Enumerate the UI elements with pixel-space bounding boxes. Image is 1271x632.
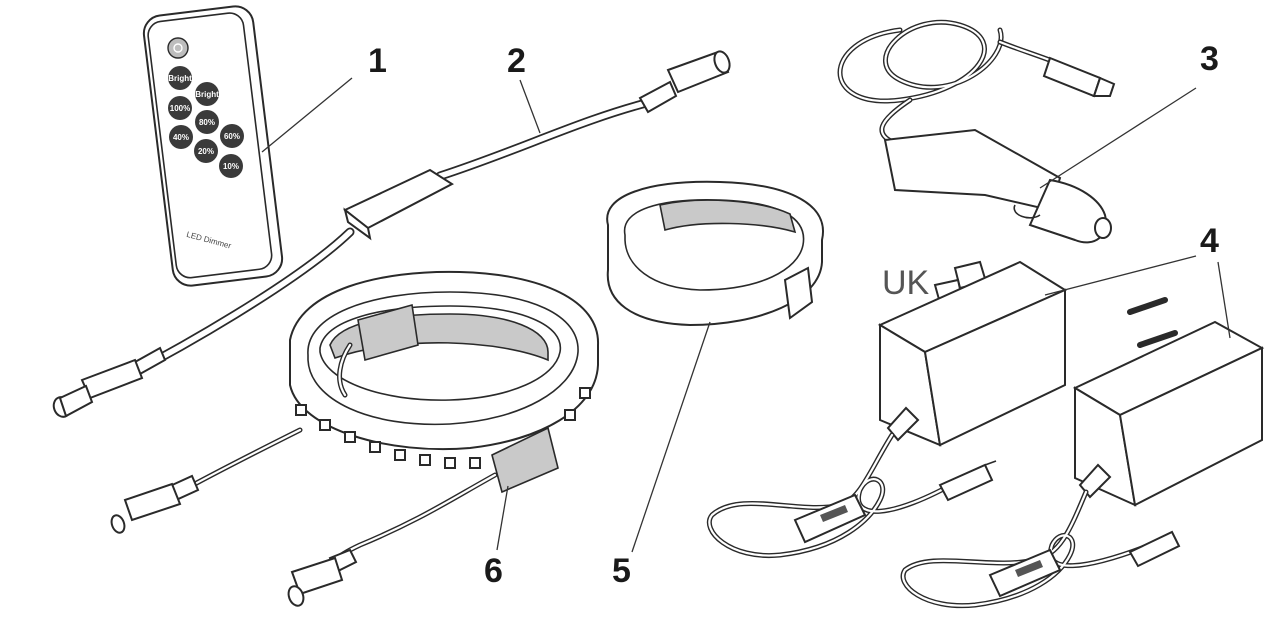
remote-button-10: 10%	[219, 154, 243, 178]
svg-text:Bright: Bright	[195, 90, 219, 99]
leader-line-4a	[1044, 255, 1197, 296]
callout-1: 1	[368, 42, 387, 80]
adhesive-tape-roll	[606, 180, 824, 327]
svg-text:10%: 10%	[223, 162, 239, 171]
svg-text:40%: 40%	[173, 133, 189, 142]
leader-line-2	[519, 79, 541, 134]
strip-end-cap	[357, 303, 559, 494]
svg-text:20%: 20%	[198, 147, 214, 156]
callout-5: 5	[612, 552, 631, 590]
led-strip-leads	[110, 427, 498, 607]
remote-button-bright-down: Bright	[195, 82, 219, 106]
dc-socket-female	[638, 50, 731, 114]
svg-text:80%: 80%	[199, 118, 215, 127]
inline-switch-eu	[988, 548, 1062, 598]
uk-power-adapter	[877, 260, 1068, 447]
led-strip-coil	[289, 270, 600, 494]
callout-4: 4	[1200, 222, 1219, 260]
ir-receiver	[343, 168, 454, 241]
leader-line-3	[1039, 87, 1197, 189]
remote-button-80: 80%	[195, 110, 219, 134]
callout-2: 2	[507, 42, 526, 80]
receiver-cable	[52, 50, 731, 418]
remote-button-40: 40%	[169, 125, 193, 149]
uk-adapter-cable	[706, 432, 997, 559]
callout-6: 6	[484, 552, 503, 590]
eu-adapter-cable	[900, 489, 1181, 609]
led-chips	[295, 387, 591, 469]
uk-label: UK	[882, 264, 930, 302]
inline-switch	[793, 493, 867, 544]
svg-text:100%: 100%	[170, 104, 190, 113]
car-plug-body	[883, 128, 1112, 244]
leader-line-5	[631, 321, 711, 553]
leader-line-1	[261, 77, 353, 153]
power-button	[167, 37, 189, 59]
strip-dc-plug	[110, 474, 200, 534]
leader-line-6	[496, 485, 509, 551]
remote-control: Bright Bright 100% 80% 60% 40% 20% 10%	[142, 5, 284, 287]
callout-3: 3	[1200, 40, 1219, 78]
remote-button-bright-up: Bright	[168, 66, 192, 90]
remote-button-60: 60%	[220, 124, 244, 148]
car-charger	[837, 19, 1116, 244]
strip-dc-socket	[287, 548, 358, 607]
leader-line-4b	[1217, 261, 1231, 339]
svg-text:Bright: Bright	[168, 74, 192, 83]
dc-plug-male	[52, 346, 167, 418]
eu-power-adapter	[1072, 297, 1265, 507]
remote-button-100: 100%	[168, 96, 192, 120]
remote-button-20: 20%	[194, 139, 218, 163]
svg-text:60%: 60%	[224, 132, 240, 141]
